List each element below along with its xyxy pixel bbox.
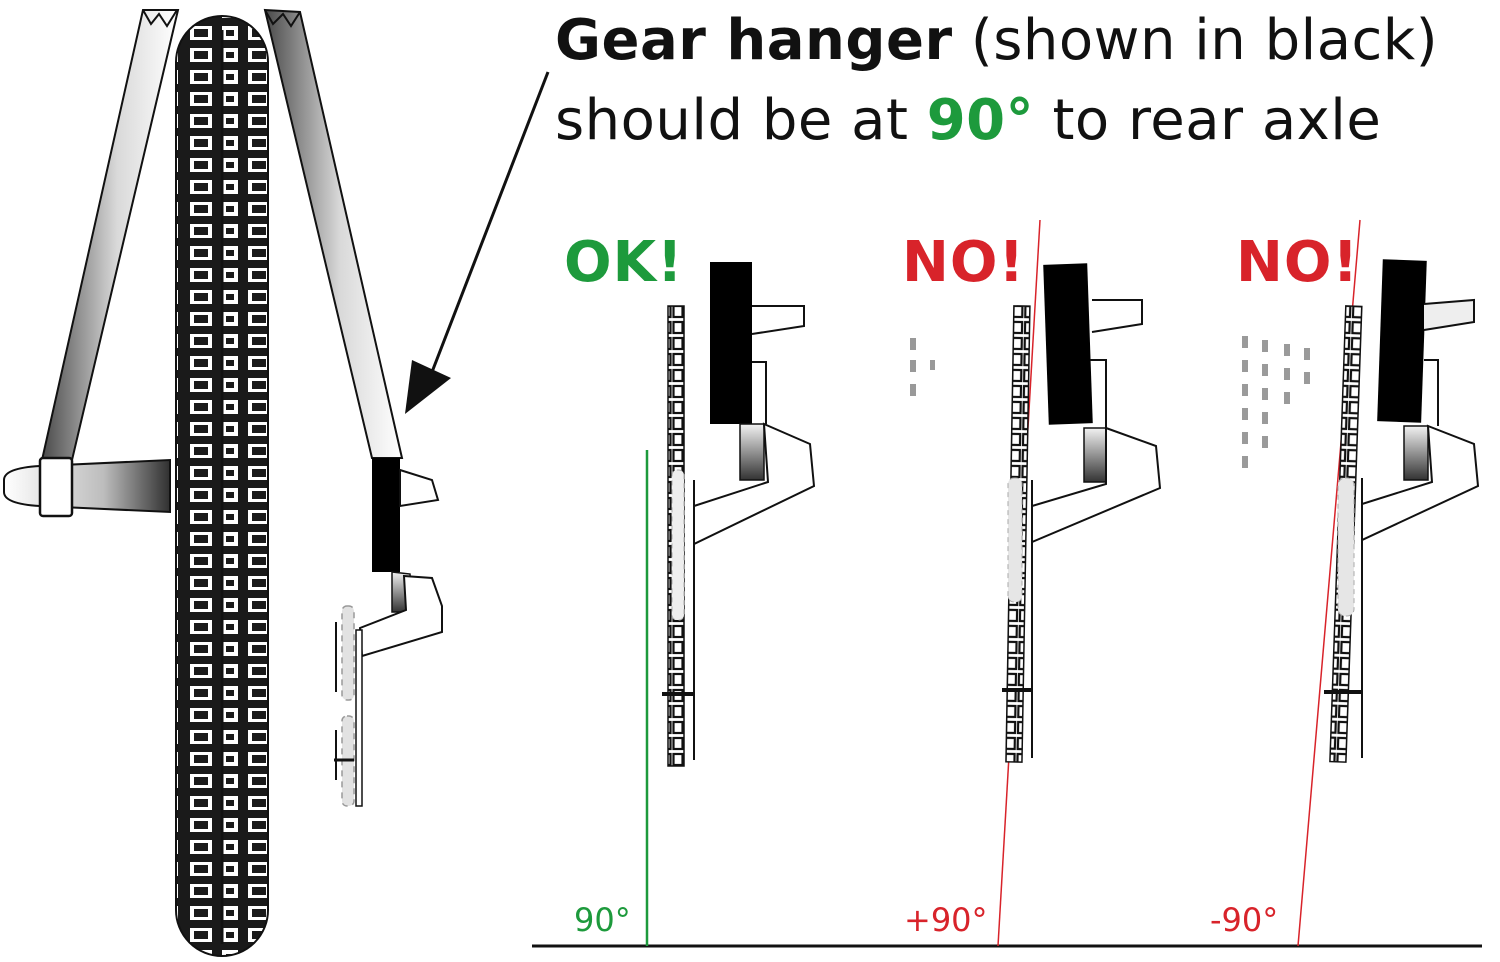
- chainstay-icon: [40, 9, 180, 461]
- rear-wheel-assembly: [3, 8, 443, 957]
- heading-bold: Gear hanger: [555, 8, 953, 73]
- chainstay-right: [263, 8, 404, 459]
- callout-arrow-icon: [405, 71, 550, 414]
- angle-label-ok: 90°: [574, 901, 631, 939]
- axle-icon: [3, 456, 171, 518]
- gear-hanger: [372, 458, 400, 572]
- angle-label-plus: +90°: [904, 901, 988, 939]
- heading-post: to rear axle: [1034, 88, 1382, 153]
- heading-line-1: Gear hanger (shown in black): [555, 4, 1438, 78]
- verdict-no-plus: NO!: [902, 230, 1026, 295]
- gear-hanger: [710, 262, 752, 424]
- gear-hanger: [1043, 263, 1093, 425]
- panel-ok: [645, 262, 816, 946]
- derailleur-icon: [334, 571, 443, 807]
- angle-label-minus: -90°: [1210, 901, 1279, 939]
- heading-pre: should be at: [555, 88, 927, 153]
- verdict-no-minus: NO!: [1236, 230, 1360, 295]
- panel-no-plus: [910, 219, 1162, 947]
- gear-hanger: [1377, 259, 1427, 423]
- heading-emph: 90°: [926, 88, 1035, 153]
- panel-no-minus: [1242, 219, 1480, 947]
- verdict-ok: OK!: [564, 230, 684, 295]
- heading-rest: (shown in black): [952, 8, 1439, 73]
- heading-line-2: should be at 90° to rear axle: [555, 84, 1381, 158]
